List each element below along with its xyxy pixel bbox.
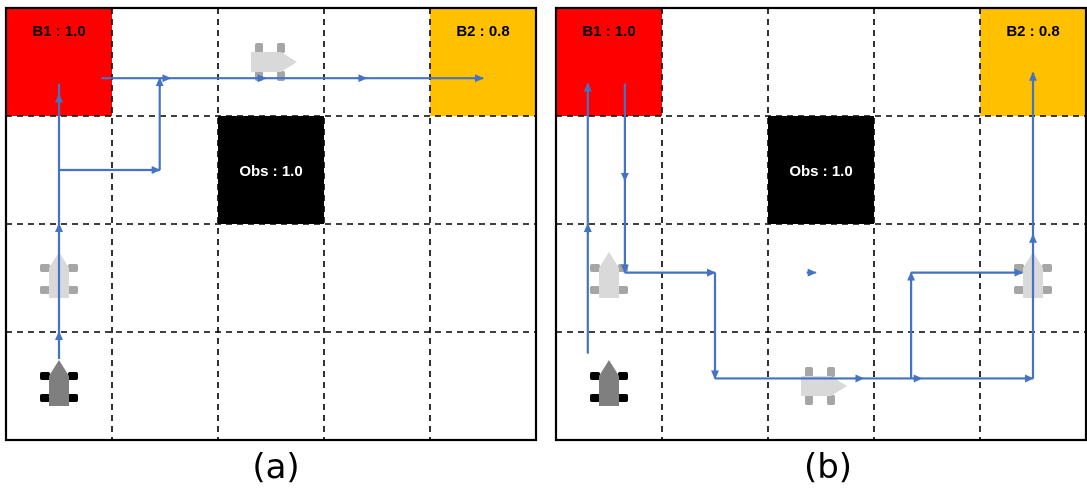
robot-ghost-3-body [251,52,297,72]
robot-path-2 [59,74,484,174]
robot-start-1-wheel-1 [590,372,600,380]
robot-ghost-2-wheel-1 [40,264,50,272]
robot-start-1-wheel-4 [618,394,628,402]
robot-start-1-wheel-1 [40,372,50,380]
robot-start-1 [40,360,78,406]
robot-ghost-4-wheel-2 [1042,264,1052,272]
robot-ghost-2-wheel-4 [68,286,78,294]
robot-ghost-3-wheel-1 [827,367,835,377]
robot-ghost-4-wheel-1 [1014,264,1024,272]
panel-b-caption: (b) [804,447,852,487]
cell-label-b2: B2 : 0.8 [456,23,509,40]
robot-ghost-3-body [801,376,847,396]
robot-ghost-2-wheel-2 [618,264,628,272]
grid-border [4,6,538,442]
panel-a-caption: (a) [252,447,299,487]
robot-path-3 [806,268,1024,379]
cell-obstacle [768,116,874,224]
robot-ghost-2-wheel-3 [40,286,50,294]
robot-start-1-wheel-2 [68,372,78,380]
robot-path-2 [620,71,1037,383]
robot-ghost-3-wheel-1 [277,43,285,53]
robot-ghost-3-wheel-3 [805,367,813,377]
robot-ghost-2-wheel-2 [68,264,78,272]
cell-b1 [556,8,662,116]
robot-ghost-2-wheel-4 [618,286,628,294]
robot-ghost-4-wheel-4 [1042,286,1052,294]
robot-ghost-3-wheel-2 [277,71,285,81]
robot-ghost-3-wheel-4 [255,71,263,81]
robot-ghost-3-wheel-4 [805,395,813,405]
cell-label-obstacle: Obs : 1.0 [239,163,302,180]
robot-ghost-2-wheel-3 [590,286,600,294]
cell-label-obstacle: Obs : 1.0 [789,163,852,180]
robot-start-1 [590,360,628,406]
robot-ghost-3-wheel-2 [827,395,835,405]
cell-label-b2: B2 : 0.8 [1006,23,1059,40]
cell-label-b1: B1 : 1.0 [32,23,85,40]
robot-start-1-wheel-4 [68,394,78,402]
robot-start-1-body [49,360,69,406]
cell-b2 [430,8,536,116]
robot-ghost-2-body [599,252,619,298]
cell-label-b1: B1 : 1.0 [582,23,635,40]
robot-ghost-2-wheel-1 [590,264,600,272]
robot-ghost-3-wheel-3 [255,43,263,53]
robot-start-1-wheel-3 [40,394,50,402]
robot-ghost-3 [251,43,297,81]
robot-ghost-3 [801,367,847,405]
grid-border [554,6,1087,442]
robot-start-1-body [599,360,619,406]
robot-start-1-wheel-2 [618,372,628,380]
cell-obstacle [218,116,324,224]
robot-ghost-2 [590,252,628,298]
robot-ghost-4-wheel-3 [1014,286,1024,294]
robot-start-1-wheel-3 [590,394,600,402]
